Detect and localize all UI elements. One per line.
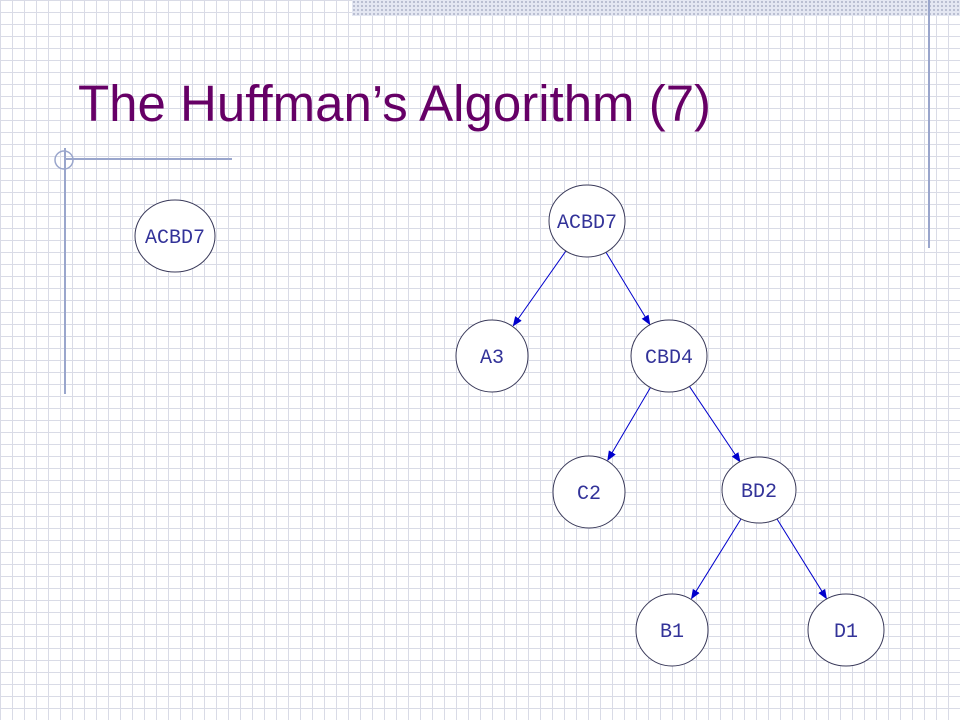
edge-bd2-to-d1 (776, 518, 827, 600)
tree-node-label: BD2 (741, 481, 777, 504)
tree-node-label: A3 (480, 347, 504, 370)
left-vertical-rule (64, 148, 66, 394)
tree-node-label: CBD4 (645, 347, 693, 370)
title-underline-rule (64, 158, 232, 160)
tree-node-b1: B1 (635, 593, 709, 667)
tree-node-label: C2 (577, 483, 601, 506)
tree-node-label: ACBD7 (557, 212, 617, 235)
crosshair-icon (54, 150, 74, 170)
tree-node-circle (807, 593, 885, 667)
tree-node-bd2: BD2 (721, 456, 797, 524)
tree-node-circle (552, 455, 626, 529)
edge-cbd4-to-c2 (607, 387, 651, 461)
tree-node-label: D1 (834, 621, 858, 644)
tree-node-circle (455, 319, 529, 393)
standalone-node-acbd7: ACBD7 (134, 199, 216, 273)
tree-node-circle (721, 456, 797, 524)
tree-node-c2: C2 (552, 455, 626, 529)
tree-node-a3: A3 (455, 319, 529, 393)
tree-node-label: B1 (660, 621, 684, 644)
standalone-node-label: ACBD7 (145, 227, 205, 250)
tree-node-d1: D1 (807, 593, 885, 667)
edge-bd2-to-b1 (691, 518, 742, 600)
edge-acbd7-to-a3 (512, 250, 567, 327)
tree-node-circle (548, 184, 626, 258)
tree-edges (512, 250, 827, 600)
tree-node-circle (635, 593, 709, 667)
edge-acbd7-to-cbd4 (605, 252, 651, 326)
edge-cbd4-to-bd2 (689, 386, 741, 463)
right-vertical-rule (928, 0, 930, 248)
top-decorative-band (352, 0, 960, 16)
tree-node-acbd7: ACBD7 (548, 184, 626, 258)
tree-node-circle (630, 319, 708, 393)
tree-node-cbd4: CBD4 (630, 319, 708, 393)
slide-title: The Huffman’s Algorithm (7) (78, 75, 712, 132)
